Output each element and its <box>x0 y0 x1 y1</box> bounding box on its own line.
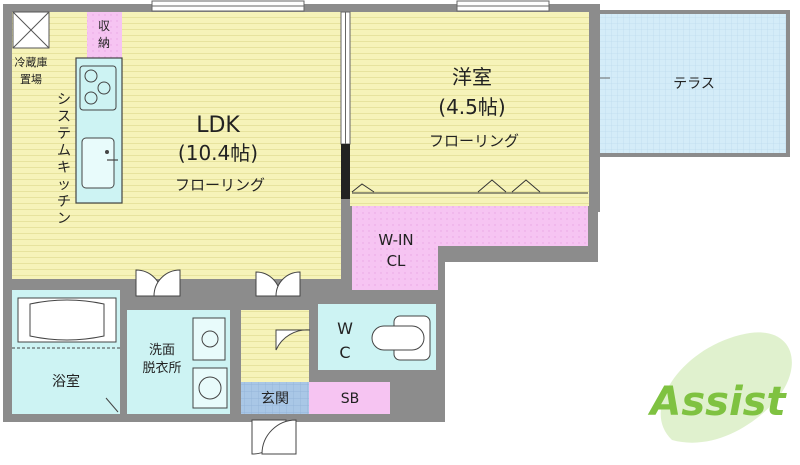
closet-door-marks <box>351 179 588 194</box>
shoebox-cabinet <box>309 382 390 414</box>
western-room-size-label: (4.5帖) <box>438 95 505 119</box>
kitchen-label-char: テ <box>57 126 71 142</box>
terrace-label: テラス <box>673 76 715 92</box>
entrance-label: 玄関 <box>261 390 289 407</box>
kitchen-label-char: ン <box>57 211 71 227</box>
kitchen-label-char: ム <box>57 143 71 159</box>
system-kitchen-counter <box>75 57 123 204</box>
sliding-door-partition <box>340 11 351 199</box>
fridge-space <box>12 11 50 49</box>
storage-label-2: 納 <box>98 36 110 50</box>
ldk-floor-label: フローリング <box>175 176 265 194</box>
toilet-label-1: W <box>337 319 353 338</box>
toilet-room <box>318 304 436 370</box>
shoebox-label: SB <box>341 391 360 407</box>
walkin-closet-floor <box>352 206 588 290</box>
walkin-closet-label-2: CL <box>387 252 406 270</box>
washroom-label-2: 脱衣所 <box>142 360 181 376</box>
svg-text:Assist: Assist <box>647 379 787 425</box>
bathroom-label: 浴室 <box>52 373 80 390</box>
toilet-label-2: C <box>339 343 350 362</box>
western-room-name-label: 洋室 <box>452 65 492 89</box>
washroom <box>127 310 230 414</box>
ldk-size-label: (10.4帖) <box>178 141 258 165</box>
kitchen-label-char: ッ <box>57 177 71 193</box>
washroom-label-1: 洗面 <box>149 343 175 358</box>
fridge-label-1: 冷蔵庫 <box>15 55 48 69</box>
storage-label-1: 収 <box>98 19 110 33</box>
walkin-closet-label-1: W-IN <box>378 231 413 249</box>
kitchen-label-char: チ <box>57 194 71 210</box>
western-room-floor-label: フローリング <box>429 132 519 150</box>
ldk-name-label: LDK <box>196 113 240 138</box>
bathroom <box>12 290 120 414</box>
door-swings <box>135 269 311 455</box>
storage-closet <box>87 12 122 58</box>
hallway <box>241 310 309 382</box>
fridge-label-2: 置場 <box>20 73 42 86</box>
ldk-floor <box>12 12 341 279</box>
entrance-floor <box>241 382 309 414</box>
kitchen-label-char: ス <box>57 109 71 125</box>
kitchen-label-char: キ <box>57 160 71 176</box>
western-room-floor <box>350 12 589 206</box>
assist-logo: Assist <box>647 332 792 443</box>
kitchen-label-char: シ <box>57 92 71 108</box>
